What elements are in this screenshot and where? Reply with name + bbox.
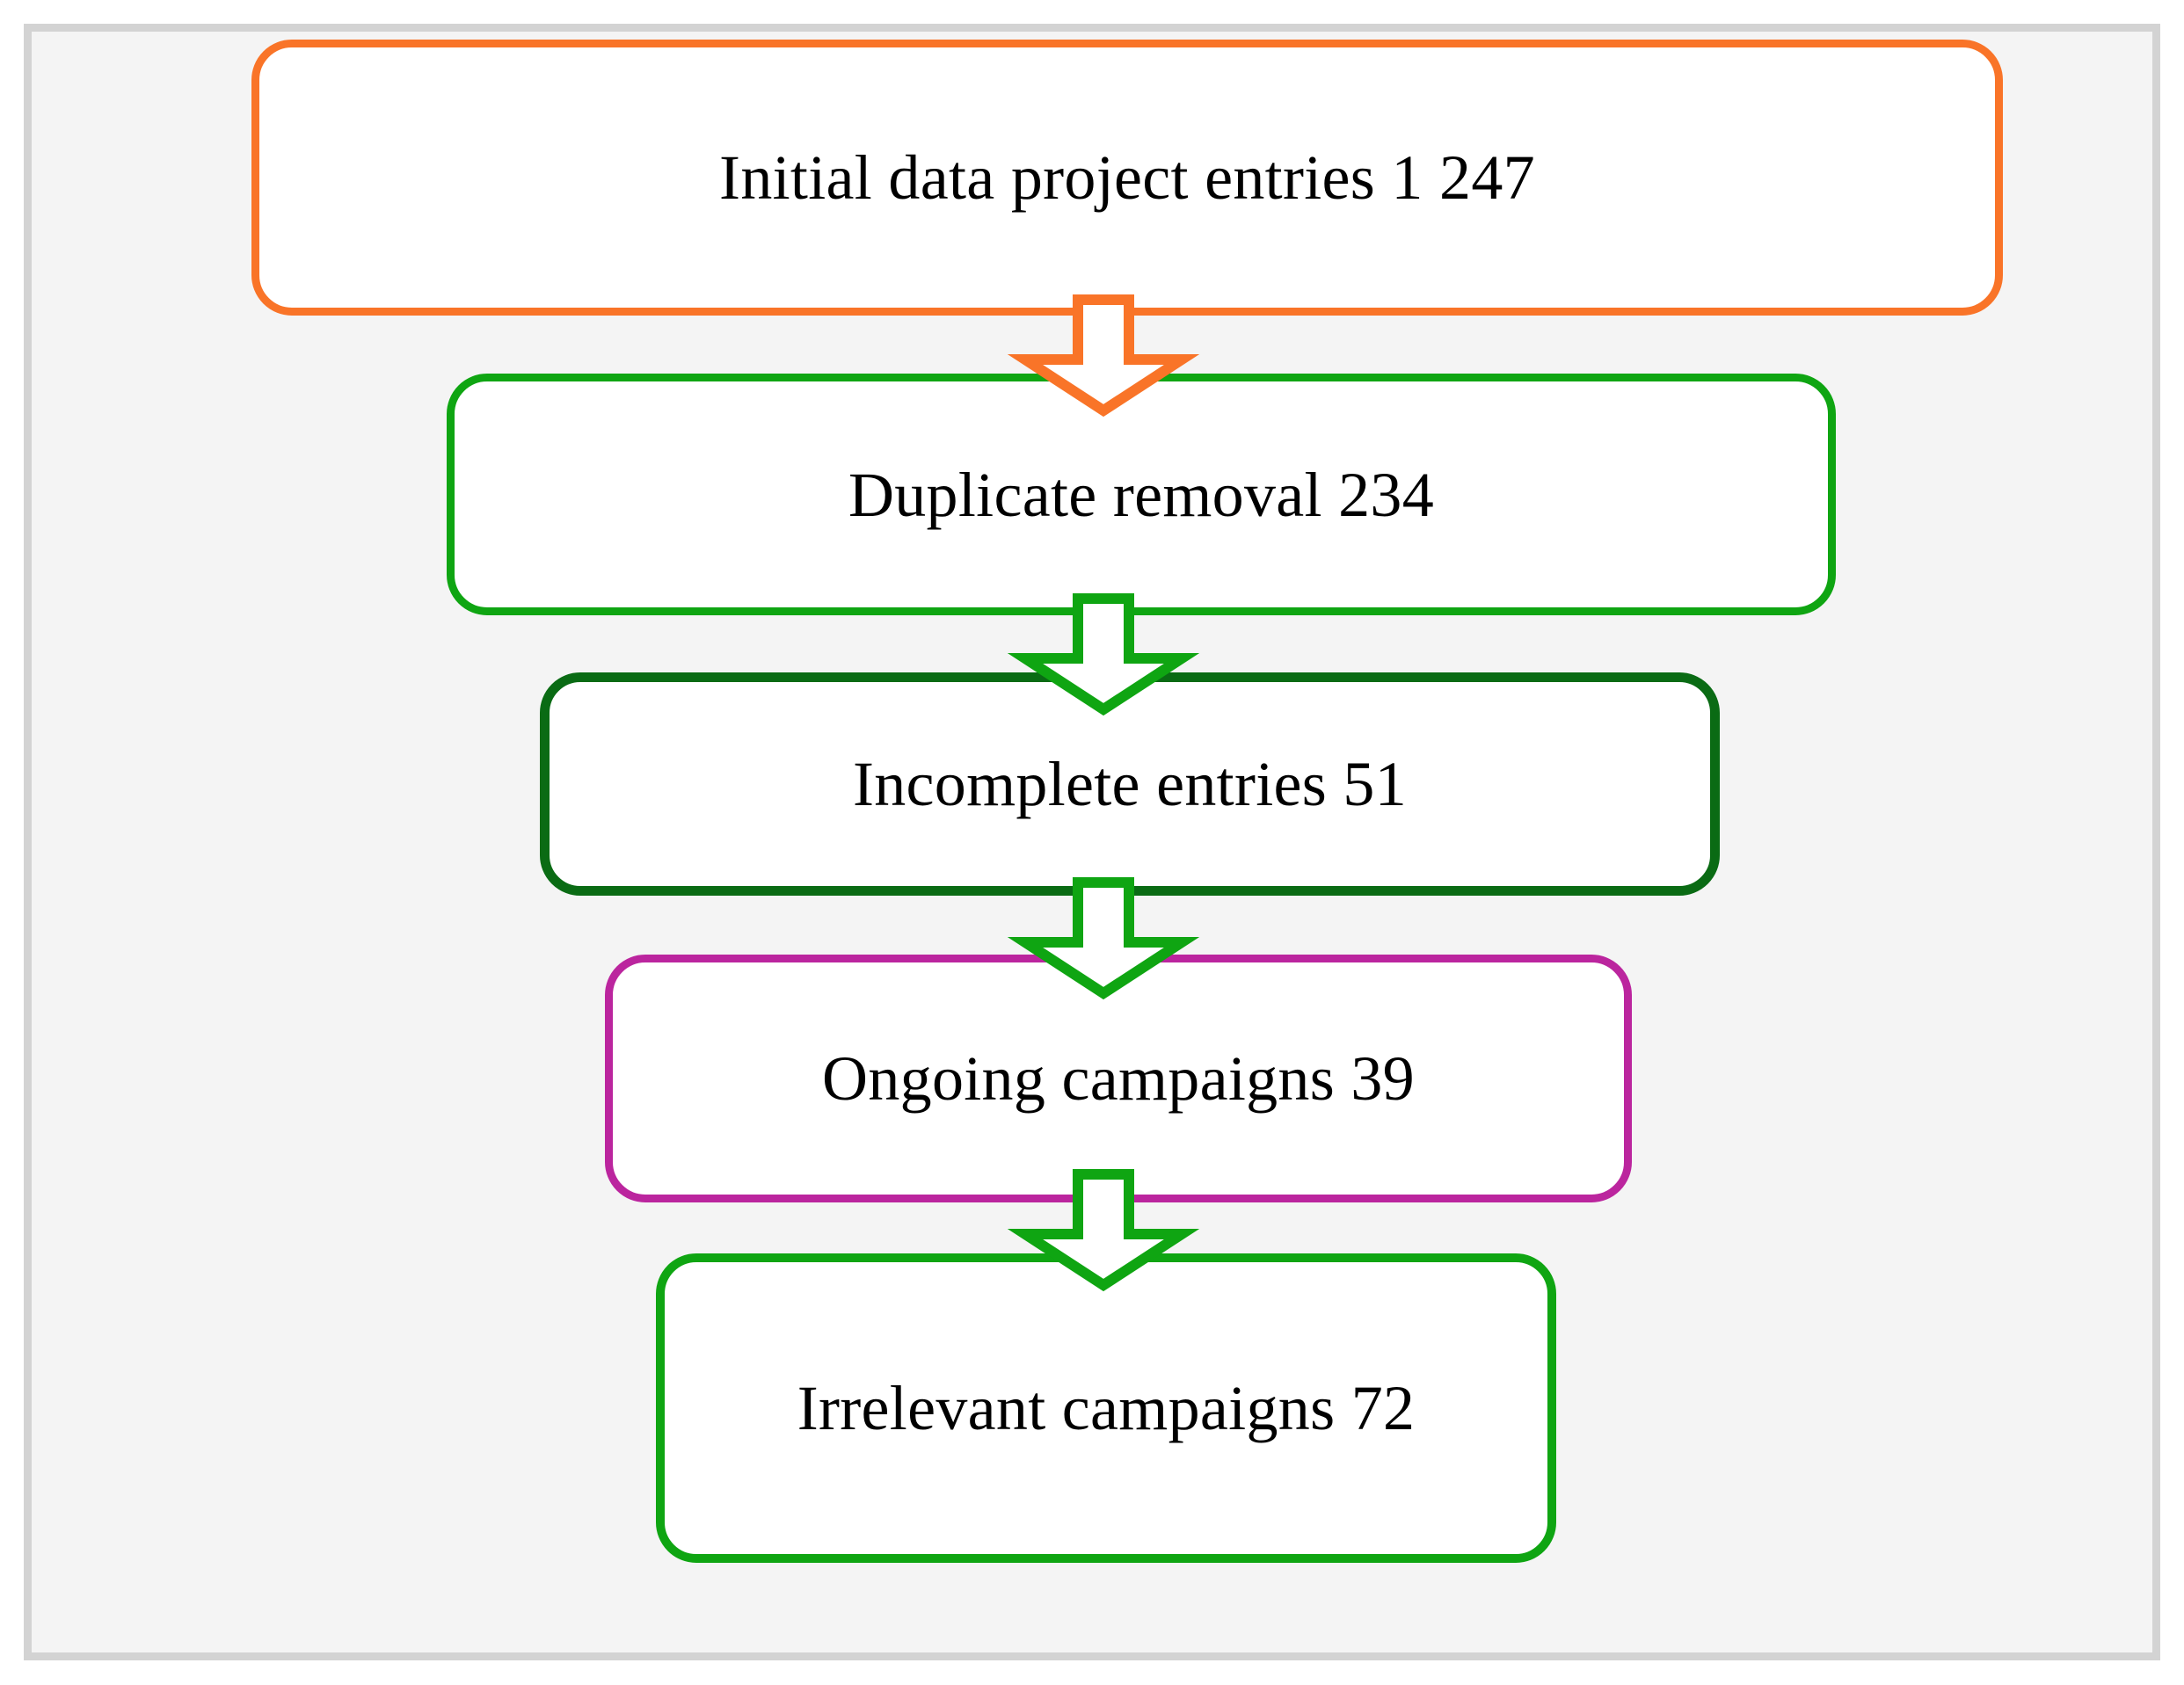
flow-node-ongoing-campaigns[interactable]: Ongoing campaigns 39 <box>605 955 1632 1202</box>
flow-node-irrelevant-campaigns[interactable]: Irrelevant campaigns 72 <box>656 1253 1556 1563</box>
flow-node-initial-data-project-entries[interactable]: Initial data project entries 1 247 <box>251 40 2003 316</box>
block-arrow-down-shape <box>1007 877 1200 1000</box>
flow-connector-arrow-1 <box>1007 294 1200 418</box>
flow-node-duplicate-removal[interactable]: Duplicate removal 234 <box>447 374 1836 615</box>
diagram-frame: Initial data project entries 1 247 Dupli… <box>24 24 2160 1660</box>
flow-connector-arrow-3 <box>1007 877 1200 1000</box>
flow-node-label-incomplete-entries: Incomplete entries 51 <box>852 749 1408 819</box>
block-arrow-down-shape <box>1007 593 1200 716</box>
block-arrow-down-shape <box>1007 1169 1200 1292</box>
flow-node-label-irrelevant-campaigns: Irrelevant campaigns 72 <box>797 1373 1416 1443</box>
flow-connector-arrow-4 <box>1007 1169 1200 1292</box>
flow-node-label-initial-data-project-entries: Initial data project entries 1 247 <box>719 142 1535 213</box>
flow-node-label-ongoing-campaigns: Ongoing campaigns 39 <box>822 1043 1415 1114</box>
flow-node-label-duplicate-removal: Duplicate removal 234 <box>848 459 1435 530</box>
flow-connector-arrow-2 <box>1007 593 1200 716</box>
block-arrow-down-shape <box>1007 294 1200 418</box>
